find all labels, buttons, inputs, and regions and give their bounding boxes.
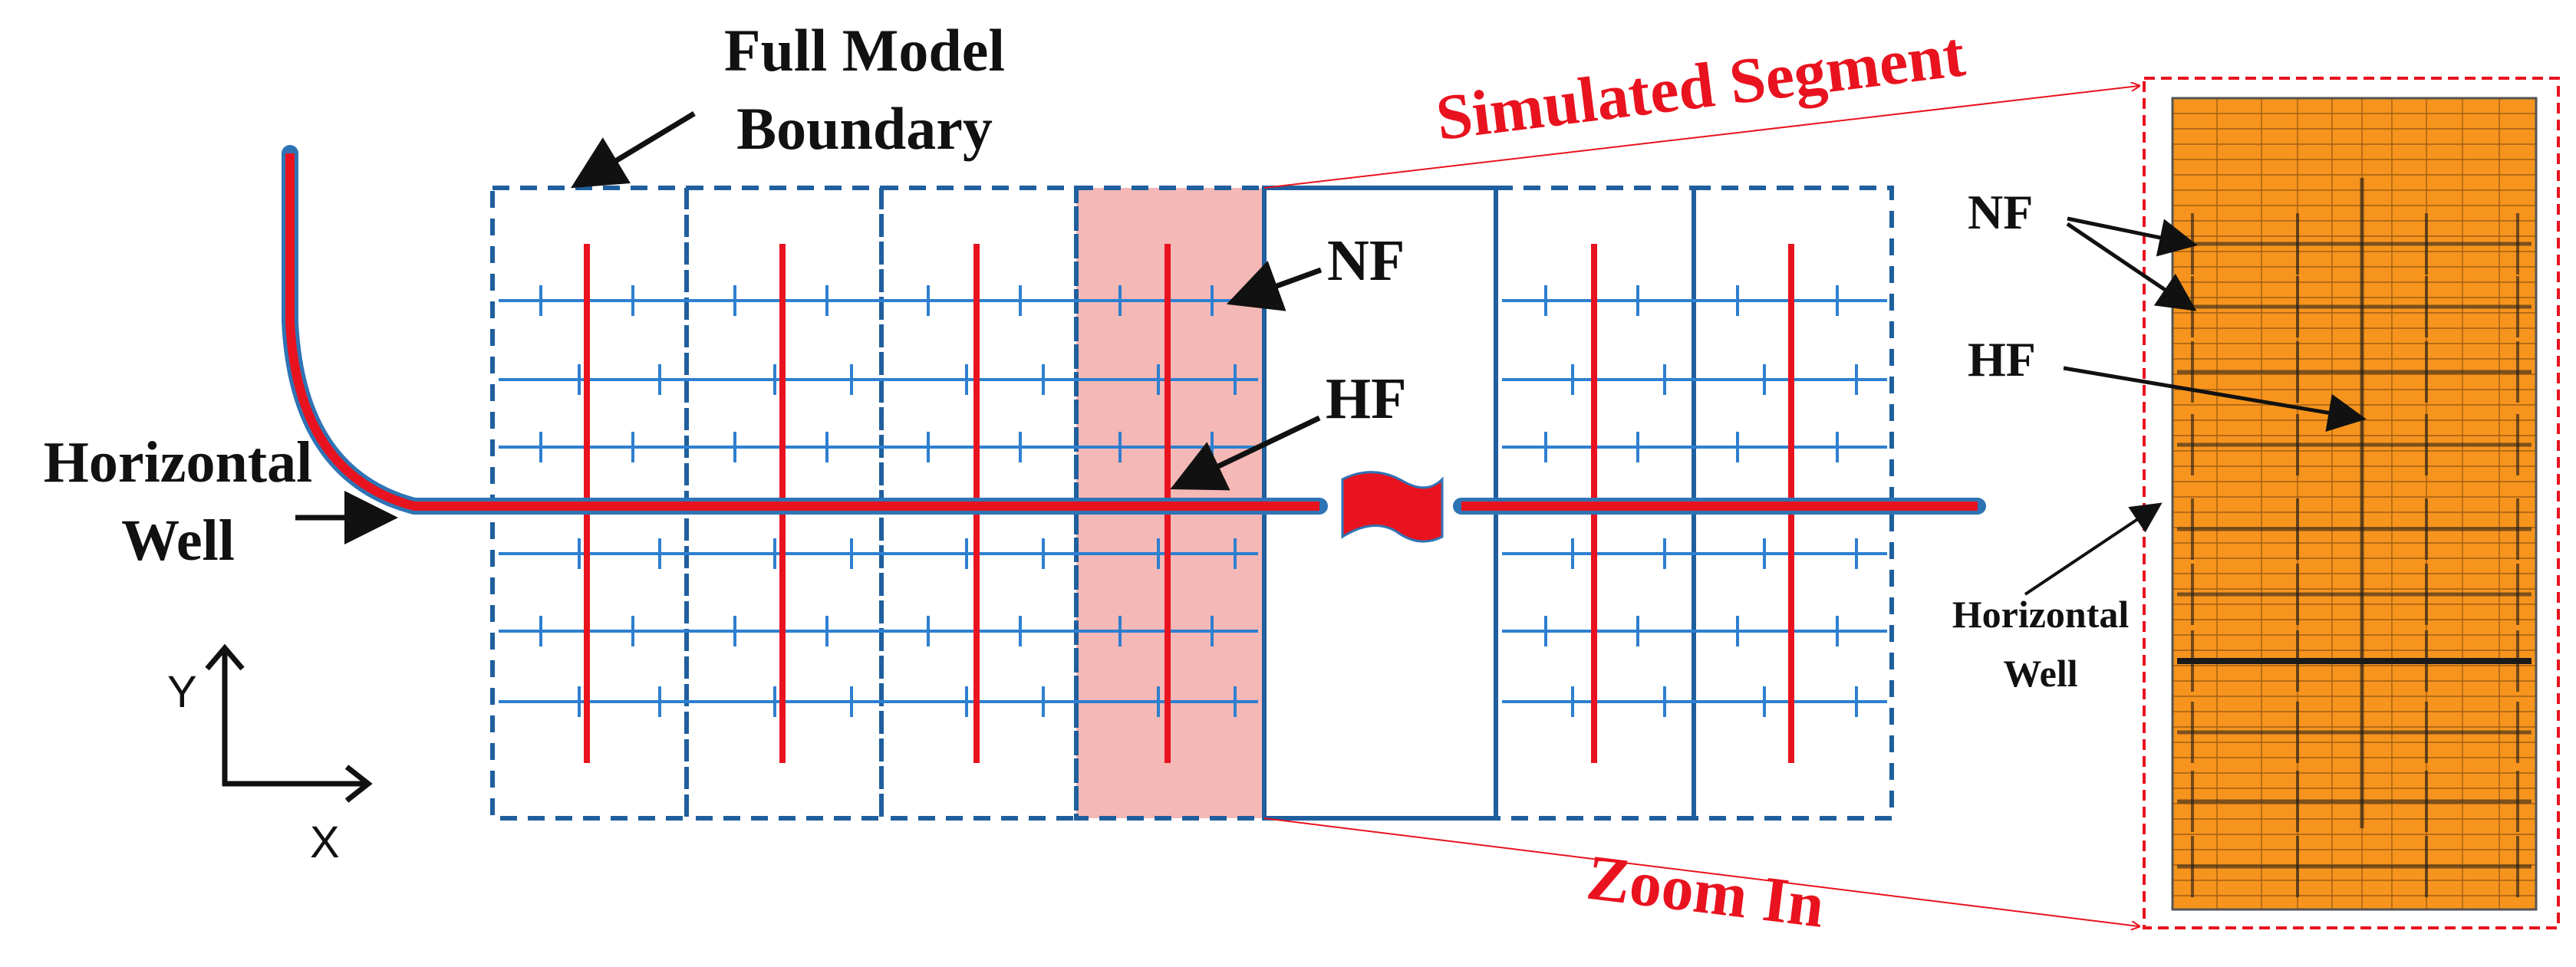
nf-label: NF: [1327, 229, 1405, 293]
zoom-horizontal-well-label-line1: Horizontal: [1952, 593, 2130, 636]
axes-indicator: [205, 643, 373, 803]
zoom-nf-arrow-1: [2067, 216, 2198, 257]
zoom-hf-arrow: [2063, 366, 2367, 432]
hf-arrow: [1170, 415, 1321, 491]
zoom-nf-label: NF: [1968, 185, 2033, 239]
nf-arrow: [1226, 260, 1323, 311]
axis-x-label: X: [310, 817, 340, 867]
zoom-in-label: Zoom In: [1583, 842, 1828, 942]
zoom-horizontal-well-label-line2: Well: [2003, 652, 2077, 695]
zoom-connector-top: [1263, 86, 2139, 189]
full-model-boundary-label-line1: Full Model: [724, 17, 1005, 84]
horizontal-well-label-line1: Horizontal: [44, 430, 312, 495]
natural-fractures: [499, 299, 1887, 703]
zoom-nf-arrow-2: [2066, 222, 2197, 311]
zoom-horizontal-well-arrow: [2024, 502, 2163, 596]
zoomed-mesh-panel: [2143, 77, 2560, 929]
zoom-hf-label: HF: [1968, 332, 2036, 386]
horizontal-well-label-line2: Well: [121, 508, 235, 573]
zoom-connector-bottom: [1263, 817, 2139, 926]
natural-fracture-ticks: [539, 285, 1858, 717]
hf-label: HF: [1326, 367, 1407, 431]
full-model-boundary-arrow: [571, 111, 696, 189]
simulated-segment-label: Simulated Segment: [1432, 18, 1968, 154]
break-symbol: [1341, 471, 1444, 543]
axis-y-label: Y: [167, 667, 197, 717]
full-model-boundary-label-line2: Boundary: [736, 95, 993, 162]
